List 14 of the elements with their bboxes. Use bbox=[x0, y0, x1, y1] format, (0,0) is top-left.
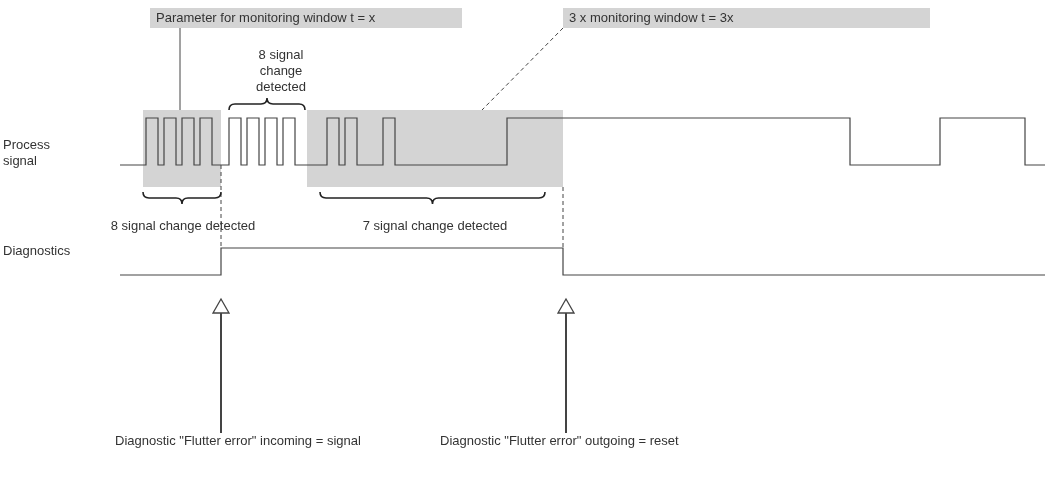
annotation-text: 7 signal change detected bbox=[361, 218, 509, 234]
leader-line bbox=[179, 27, 181, 111]
annotation-text: 8 signal change detected bbox=[109, 218, 257, 234]
arrow bbox=[557, 298, 575, 434]
parameter-band: Parameter for monitoring window t = x bbox=[150, 8, 462, 28]
signal-name: Diagnostics bbox=[3, 243, 72, 259]
leader-line bbox=[481, 27, 564, 111]
parameter-band: 3 x monitoring window t = 3x bbox=[563, 8, 930, 28]
arrow bbox=[212, 298, 230, 434]
annotation-text: 8 signal change detected bbox=[255, 47, 307, 95]
callout-text: Diagnostic "Flutter error" incoming = signal bbox=[115, 433, 405, 449]
monitoring-window bbox=[307, 110, 563, 187]
callout-text: Diagnostic "Flutter error" outgoing = reset bbox=[440, 433, 730, 449]
signal-name: Process signal bbox=[3, 137, 51, 169]
